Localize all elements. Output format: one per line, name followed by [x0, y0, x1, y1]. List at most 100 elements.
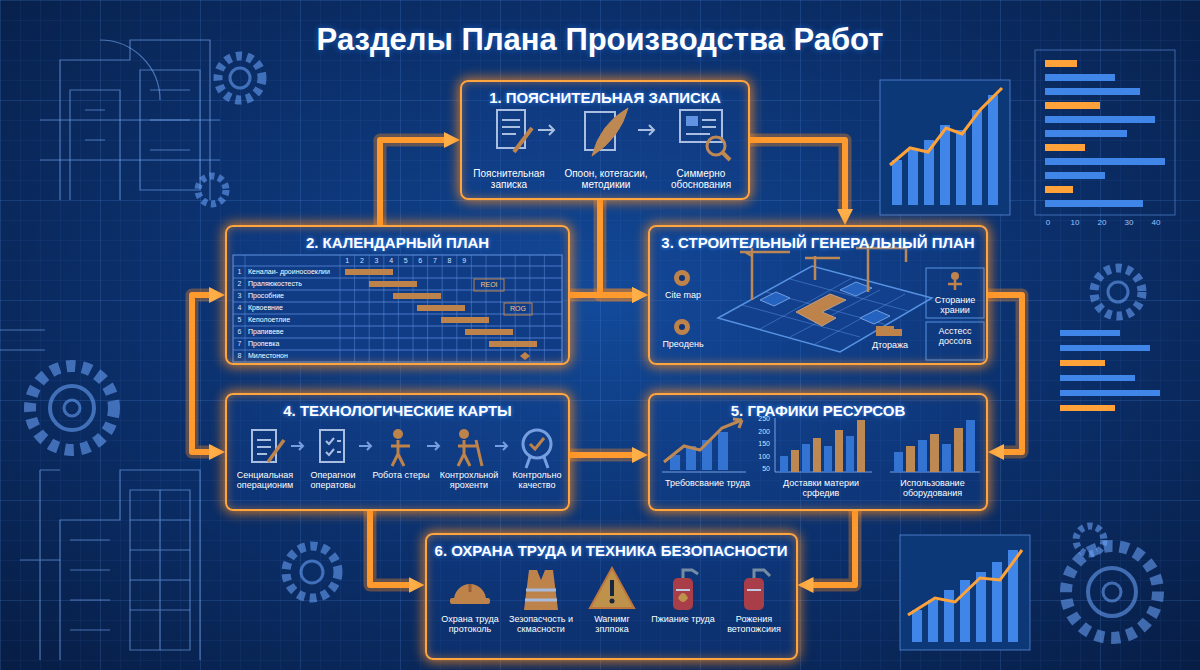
axis-number: 50	[746, 465, 770, 473]
bar-chart-decoration-part	[880, 80, 1010, 215]
bar-chart-decoration-part-part	[956, 130, 966, 205]
diagram-title: Разделы Плана Производства Работ	[0, 22, 1200, 58]
axis-number: 200	[746, 428, 770, 436]
arrow-glow	[192, 295, 213, 452]
bar-chart-decoration-part	[912, 550, 1018, 642]
flow-arrow	[600, 200, 636, 295]
task-name: Кеполоетлие	[248, 316, 339, 324]
bar-chart-decoration-part-part	[1060, 375, 1135, 381]
axis-number: 250	[746, 415, 770, 423]
building-sketch-part	[100, 40, 160, 100]
map-label: Cite map	[655, 290, 711, 300]
arrow-glow	[750, 140, 845, 213]
step-caption: Сенциальная операционим	[232, 470, 298, 490]
arrow-line	[570, 452, 636, 458]
bar-chart-decoration-part-part	[1045, 200, 1143, 207]
row-number: 6	[234, 328, 245, 336]
building-sketch-part	[70, 540, 110, 630]
gear-icon-part	[198, 176, 226, 204]
axis-number: 0	[1039, 219, 1057, 228]
safety-caption: Охрана труда протоколь	[436, 614, 504, 634]
chart-caption: Требовсвание труда	[655, 478, 760, 488]
building-sketch-part	[60, 470, 200, 660]
column-number: 8	[442, 257, 457, 265]
bar-chart-decoration-part	[890, 88, 1002, 165]
column-number: 7	[428, 257, 443, 265]
item-caption: Пояснительная записка	[465, 168, 553, 190]
bar-chart-decoration-part-part	[992, 562, 1002, 642]
map-label: Сторание хрании	[928, 295, 982, 315]
chart-caption: Использование оборудования	[880, 478, 985, 498]
section-heading: 1. ПОЯСНИТЕЛЬНАЯ ЗАПИСКА	[489, 89, 721, 106]
section-heading: 6. ОХРАНА ТРУДА И ТЕХНИКА БЕЗОПАСНОСТИ	[435, 542, 788, 559]
step-caption: Операгнои оператовы	[300, 470, 366, 490]
bar-chart-decoration-part-part	[1045, 116, 1155, 123]
bar-chart-decoration-part-part	[976, 572, 986, 642]
section-heading: 4. ТЕХНОЛОГИЧЕСКИЕ КАРТЫ	[283, 402, 512, 419]
column-number: 2	[355, 257, 370, 265]
arrow-line	[600, 200, 636, 295]
row-number: 5	[234, 316, 245, 324]
task-name: Прапивеве	[248, 328, 339, 336]
gear-icon-part	[301, 561, 323, 583]
flow-arrow	[570, 295, 636, 296]
gear-icon-part	[286, 546, 338, 598]
axis-number: 150	[746, 440, 770, 448]
task-name: Пропевка	[248, 340, 339, 348]
gear-icon-part	[30, 366, 114, 450]
bar-chart-decoration-part	[1035, 50, 1175, 215]
arrow-glow	[988, 295, 1022, 452]
bar-chart-decoration-part-part	[1045, 158, 1165, 165]
row-number: 7	[234, 340, 245, 348]
building-sketch-part	[85, 90, 190, 150]
bar-chart-decoration-part-part	[928, 600, 938, 642]
bar-chart-decoration-part-part	[1045, 88, 1140, 95]
bar-chart-decoration-part-part	[940, 125, 950, 205]
arrow-glow	[570, 289, 636, 302]
gear-icon-part	[50, 386, 94, 430]
gear-icon-part	[1103, 583, 1121, 601]
bar-chart-decoration-part-part	[1060, 360, 1105, 366]
axis-number: 30	[1120, 219, 1138, 228]
bar-chart-decoration-part-part	[1045, 130, 1127, 137]
safety-caption: Warнимг зплпока	[578, 614, 646, 634]
bar-chart-decoration-part-part	[1045, 74, 1115, 81]
item-caption: Симмерно обоснования	[657, 168, 745, 190]
arrow-line	[192, 295, 213, 452]
bar-chart-decoration-part-part	[944, 590, 954, 642]
arrow-glow	[380, 140, 448, 225]
arrow-line	[570, 292, 636, 298]
bar-chart-decoration-part-part	[1045, 60, 1077, 67]
safety-caption: Рожения ветопожсиия	[720, 614, 788, 634]
bar-chart-decoration-part-part	[1060, 345, 1150, 351]
bar-chart-decoration-part-part	[1045, 186, 1073, 193]
axis-number: 10	[1066, 219, 1084, 228]
column-number: 6	[413, 257, 428, 265]
building-sketch-part	[130, 490, 190, 650]
gear-icon-part	[1066, 546, 1158, 638]
bar-chart-decoration-part-part	[908, 150, 918, 205]
axis-number: 20	[1093, 219, 1111, 228]
map-label: Преодень	[655, 339, 711, 349]
task-name: Милестонон	[248, 352, 339, 360]
arrow-line	[380, 140, 448, 225]
bar-chart-decoration-part	[1060, 330, 1160, 396]
section-heading: 2. КАЛЕНДАРНЫЙ ПЛАН	[306, 234, 489, 251]
step-caption: Контрольно качество	[504, 470, 570, 490]
arrow-glow	[600, 200, 636, 295]
safety-caption: Пжиание труда	[649, 614, 717, 624]
bar-chart-decoration-part-part	[1045, 102, 1100, 109]
bar-chart-decoration-part-part	[912, 610, 922, 642]
task-name: Прособние	[248, 292, 339, 300]
column-number: 5	[398, 257, 413, 265]
flow-arrow	[810, 511, 856, 585]
gear-icon-part	[64, 400, 80, 416]
arrow-line	[810, 511, 856, 585]
safety-caption: Зезопасчость и скмасности	[507, 614, 575, 634]
building-sketch-part	[140, 70, 200, 190]
gear-icon-part	[1094, 268, 1142, 316]
row-number: 3	[234, 292, 245, 300]
